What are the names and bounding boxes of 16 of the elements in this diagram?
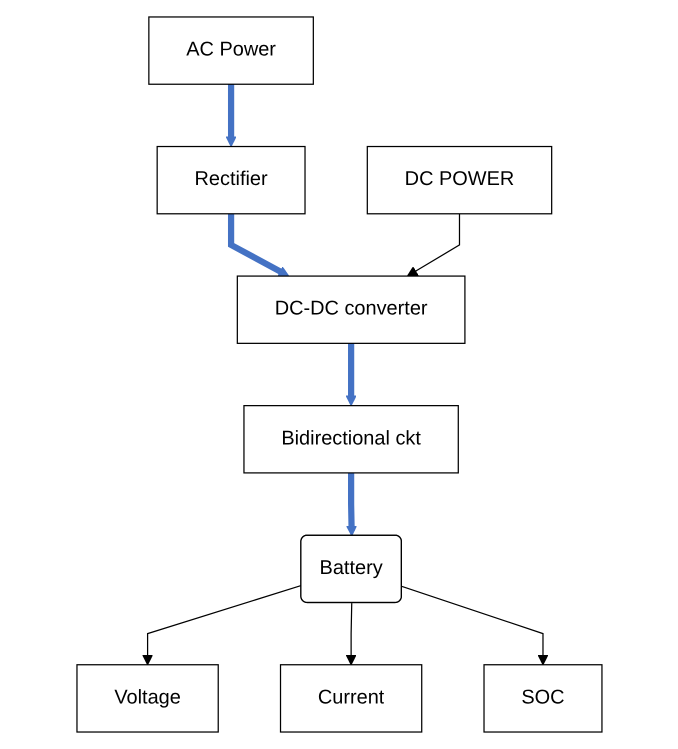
arrow (345, 343, 356, 406)
node-box: AC Power (148, 16, 314, 85)
arrow (406, 214, 460, 277)
node-box: Current (279, 664, 422, 733)
node-box: SOC (482, 664, 602, 733)
node-box: Voltage (76, 664, 218, 733)
node-box: DC-DC converter (236, 275, 466, 344)
arrow (225, 84, 236, 148)
arrow (401, 586, 548, 666)
node-box: Bidirectional ckt (242, 405, 458, 474)
arrow (228, 214, 289, 277)
node-box: Rectifier (156, 146, 306, 214)
arrow (142, 584, 302, 666)
arrow (346, 472, 357, 536)
arrow (345, 603, 356, 666)
node-box: DC POWER (366, 146, 552, 214)
